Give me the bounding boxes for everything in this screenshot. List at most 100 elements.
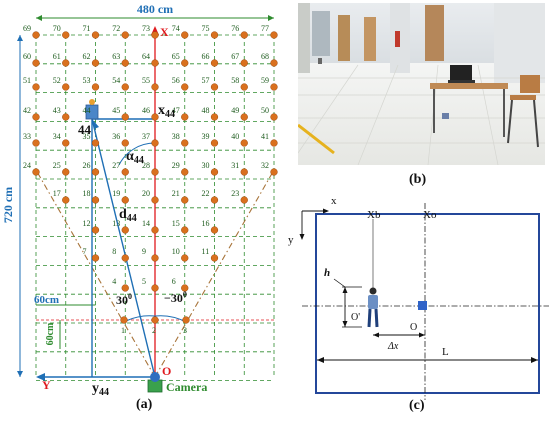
grid-point-number: 73 — [142, 24, 150, 33]
grid-point-number: 62 — [83, 52, 91, 61]
x-axis-label: X — [160, 25, 169, 39]
grid-point-number: 5 — [142, 277, 146, 286]
grid-point — [62, 196, 70, 204]
photo-chair — [510, 95, 536, 100]
grid-point — [181, 139, 189, 147]
grid-point-number: 8 — [112, 247, 116, 256]
grid-point-number: 67 — [231, 52, 239, 61]
grid-point-number: 27 — [112, 161, 120, 170]
grid-point — [181, 254, 189, 262]
photo-object — [442, 113, 449, 119]
grid-point-number: 63 — [112, 52, 120, 61]
grid-point-number: 16 — [202, 219, 210, 228]
grid-point-number: 75 — [202, 24, 210, 33]
grid-point — [181, 113, 189, 121]
grid-point-number: 20 — [142, 189, 150, 198]
grid-point — [151, 59, 159, 67]
width-label: 480 cm — [137, 2, 173, 16]
grid-point — [121, 113, 129, 121]
grid-point-number: 25 — [53, 161, 61, 170]
grid-point — [210, 168, 219, 176]
height-label: 720 cm — [1, 187, 15, 223]
photo-wall-panel — [494, 3, 545, 83]
grid-point-number: 72 — [112, 24, 120, 33]
grid-point-number: 68 — [261, 52, 269, 61]
grid-point-number: 32 — [261, 161, 269, 170]
alpha44-label: α44 — [126, 149, 144, 166]
grid-point — [32, 139, 40, 147]
grid-point-number: 21 — [172, 189, 180, 198]
grid-point — [181, 196, 189, 204]
grid-point — [181, 284, 189, 292]
height-arrow-bottom — [17, 371, 23, 377]
grid-point-number: 12 — [83, 219, 91, 228]
grid-point — [240, 31, 248, 39]
grid-point — [210, 31, 219, 39]
photo-window — [312, 11, 330, 56]
grid-point — [181, 168, 189, 176]
x44-label: x44 — [158, 103, 175, 120]
grid-point-number: 18 — [83, 189, 91, 198]
photo-column — [298, 3, 310, 73]
grid-point-number: 44 — [83, 106, 91, 115]
grid-point-number: 50 — [261, 106, 269, 115]
grid-point-number: 56 — [172, 76, 180, 85]
grid-point — [210, 139, 219, 147]
photo-door — [425, 5, 444, 61]
grid-point — [181, 31, 189, 39]
grid-point — [151, 139, 159, 147]
panel-b-photo — [298, 3, 545, 165]
grid-point — [210, 59, 219, 67]
grid-point-number: 15 — [172, 219, 180, 228]
angle-right-arc — [154, 315, 187, 323]
grid-point — [240, 59, 248, 67]
grid-point — [240, 196, 248, 204]
alpha44-arc — [118, 142, 156, 166]
grid-point — [210, 196, 219, 204]
y-axis-arrow — [36, 373, 45, 381]
grid-point — [270, 113, 278, 121]
width-arrow-left — [36, 15, 42, 21]
grid-point-number: 4 — [112, 277, 116, 286]
grid-point — [181, 59, 189, 67]
y-axis-label: Y — [42, 378, 51, 392]
d44-arrow — [92, 119, 99, 129]
grid-point-number: 24 — [23, 161, 31, 170]
grid-point — [91, 168, 100, 176]
grid-point — [32, 113, 40, 121]
grid-point-number: 11 — [202, 247, 210, 256]
grid-point-number: 3 — [183, 326, 187, 335]
d44-label: d44 — [119, 207, 137, 224]
grid-point — [151, 83, 159, 91]
photo-object — [318, 58, 322, 64]
grid-point — [240, 168, 248, 176]
grid-point-number: 40 — [231, 132, 239, 141]
fov-boundary-left — [35, 169, 156, 378]
grid-point — [210, 113, 219, 121]
angle-left-arc — [123, 315, 156, 323]
grid-point — [62, 168, 70, 176]
grid-point — [151, 168, 159, 176]
grid-point-number: 23 — [231, 189, 239, 198]
grid-point — [121, 226, 129, 234]
grid-point-number: 36 — [112, 132, 120, 141]
grid-point-number: 33 — [23, 132, 31, 141]
grid-point — [62, 113, 70, 121]
grid-point — [151, 196, 159, 204]
width-arrow-right — [268, 15, 274, 21]
grid-point-number: 9 — [142, 247, 146, 256]
grid-point — [121, 254, 129, 262]
camera-origin-dot — [150, 372, 160, 382]
caption-b: (b) — [409, 172, 427, 187]
caption-a: (a) — [136, 397, 153, 412]
grid-point — [121, 31, 129, 39]
grid-point — [91, 254, 100, 262]
photo-laptop — [450, 65, 472, 81]
camera-label: Camera — [166, 380, 207, 394]
fov-boundary-right — [154, 169, 275, 378]
grid-point-number: 76 — [231, 24, 239, 33]
grid-point-number: 19 — [112, 189, 120, 198]
grid-point — [151, 284, 159, 292]
grid-point — [32, 31, 40, 39]
